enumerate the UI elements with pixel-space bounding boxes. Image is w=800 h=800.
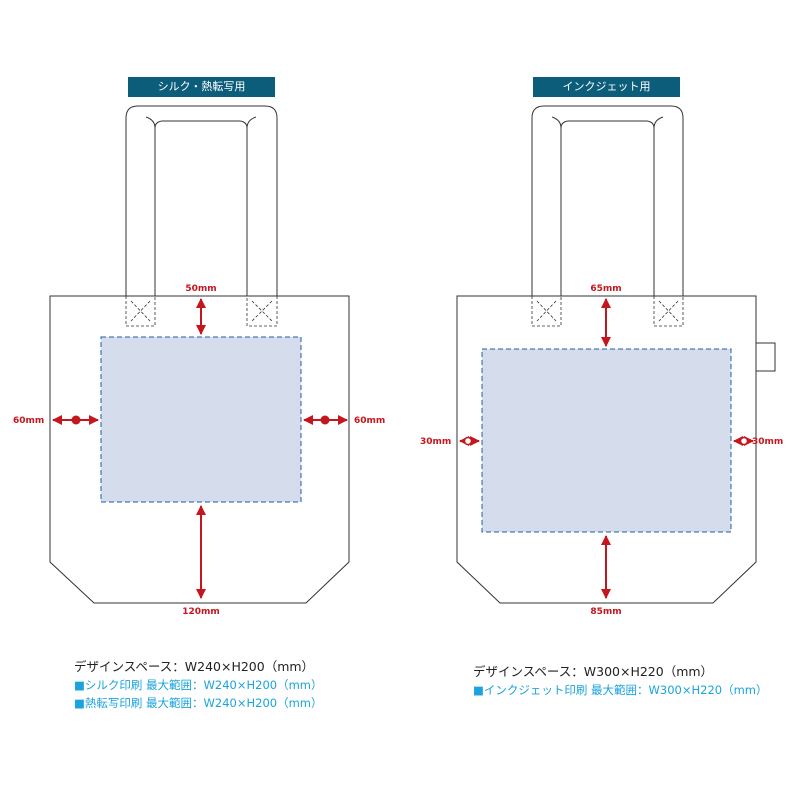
left-bag-body [49,295,350,604]
left-spec-block: デザインスペース：W240×H200（mm） ■シルク印刷 最大範囲：W240×… [74,658,322,712]
left-bottom-dim-label: 120mm [182,607,220,617]
right-bag-handle-inner [551,116,664,296]
left-spec-note-transfer: ■熱転写印刷 最大範囲：W240×H200（mm） [74,696,323,710]
inkjet-badge: インクジェット用 [533,77,680,97]
inkjet-right-marker [739,436,749,446]
inkjet-left-marker [463,436,473,446]
left-top-dim-label: 50mm [185,284,216,294]
right-stitch-marks [531,295,684,327]
right-design-area [481,348,732,533]
left-bag-handle-inner [145,116,257,296]
left-spec-note-silk: ■シルク印刷 最大範囲：W240×H200（mm） [74,678,323,692]
left-side-marker [71,415,81,425]
right-right-dim-label: 30mm [752,437,783,447]
left-right-dim-label: 60mm [354,416,385,426]
right-bag-handle-outer [531,105,684,296]
left-spec-main: デザインスペース：W240×H200（mm） [74,659,315,674]
right-top-dim-label: 65mm [590,284,621,294]
right-bottom-dim-label: 85mm [590,607,621,617]
left-bag-handle-outer [125,105,278,296]
right-spec-block: デザインスペース：W300×H220（mm） ■インクジェット印刷 最大範囲：W… [473,663,767,699]
left-stitch-marks [125,295,278,327]
right-side-marker [320,415,330,425]
silk-transfer-badge: シルク・熱転写用 [128,77,275,97]
left-left-dim-label: 60mm [13,416,44,426]
right-left-dim-label: 30mm [420,437,451,447]
right-bag-body [456,295,757,604]
right-bag: 65mm 85mm 30mm 30mm [420,105,783,617]
right-bag-tab [755,342,776,372]
left-bag: 50mm 120mm 60mm 60mm [13,105,385,617]
left-design-area [100,336,302,503]
right-spec-note-inkjet: ■インクジェット印刷 最大範囲：W300×H220（mm） [473,683,768,697]
right-spec-main: デザインスペース：W300×H220（mm） [473,664,714,679]
